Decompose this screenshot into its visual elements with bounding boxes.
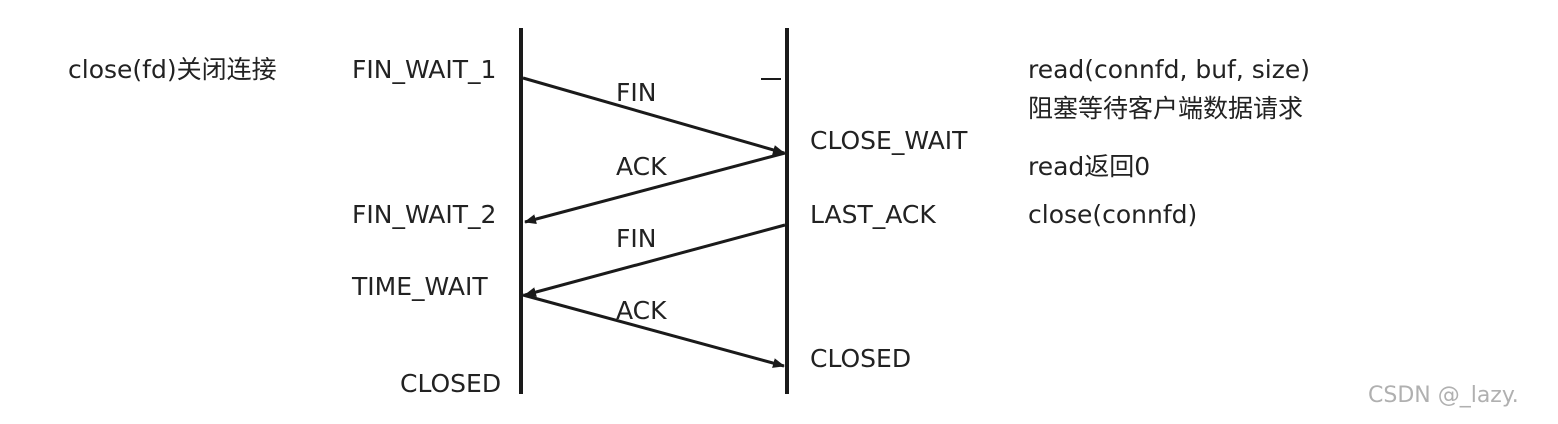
server-note-blocking: 阻塞等待客户端数据请求 [1028, 94, 1304, 123]
message-label-fin-1: FIN [616, 78, 657, 107]
server-state-last-ack: LAST_ACK [810, 200, 936, 229]
fin-arrow-client-to-server [522, 76, 785, 155]
server-state-closed: CLOSED [810, 344, 912, 373]
ack-arrow-client-to-server [522, 293, 785, 368]
client-state-closed: CLOSED [400, 369, 502, 398]
message-label-ack-2: ACK [616, 296, 667, 325]
fin-arrow-server-to-client [524, 223, 786, 297]
watermark: CSDN @_lazy. [1368, 383, 1519, 408]
message-label-fin-2: FIN [616, 224, 657, 253]
ack-arrow-server-to-client [524, 151, 786, 225]
client-state-fin-wait-1: FIN_WAIT_1 [352, 55, 497, 84]
client-close-call: close(fd)关闭连接 [68, 55, 277, 84]
server-note-close-connfd: close(connfd) [1028, 200, 1198, 229]
server-note-read-call: read(connfd, buf, size) [1028, 55, 1310, 84]
client-state-time-wait: TIME_WAIT [352, 272, 488, 301]
message-label-ack-1: ACK [616, 152, 667, 181]
client-state-fin-wait-2: FIN_WAIT_2 [352, 200, 497, 229]
server-note-read-returns-zero: read返回0 [1028, 152, 1151, 181]
server-state-close-wait: CLOSE_WAIT [810, 126, 968, 155]
